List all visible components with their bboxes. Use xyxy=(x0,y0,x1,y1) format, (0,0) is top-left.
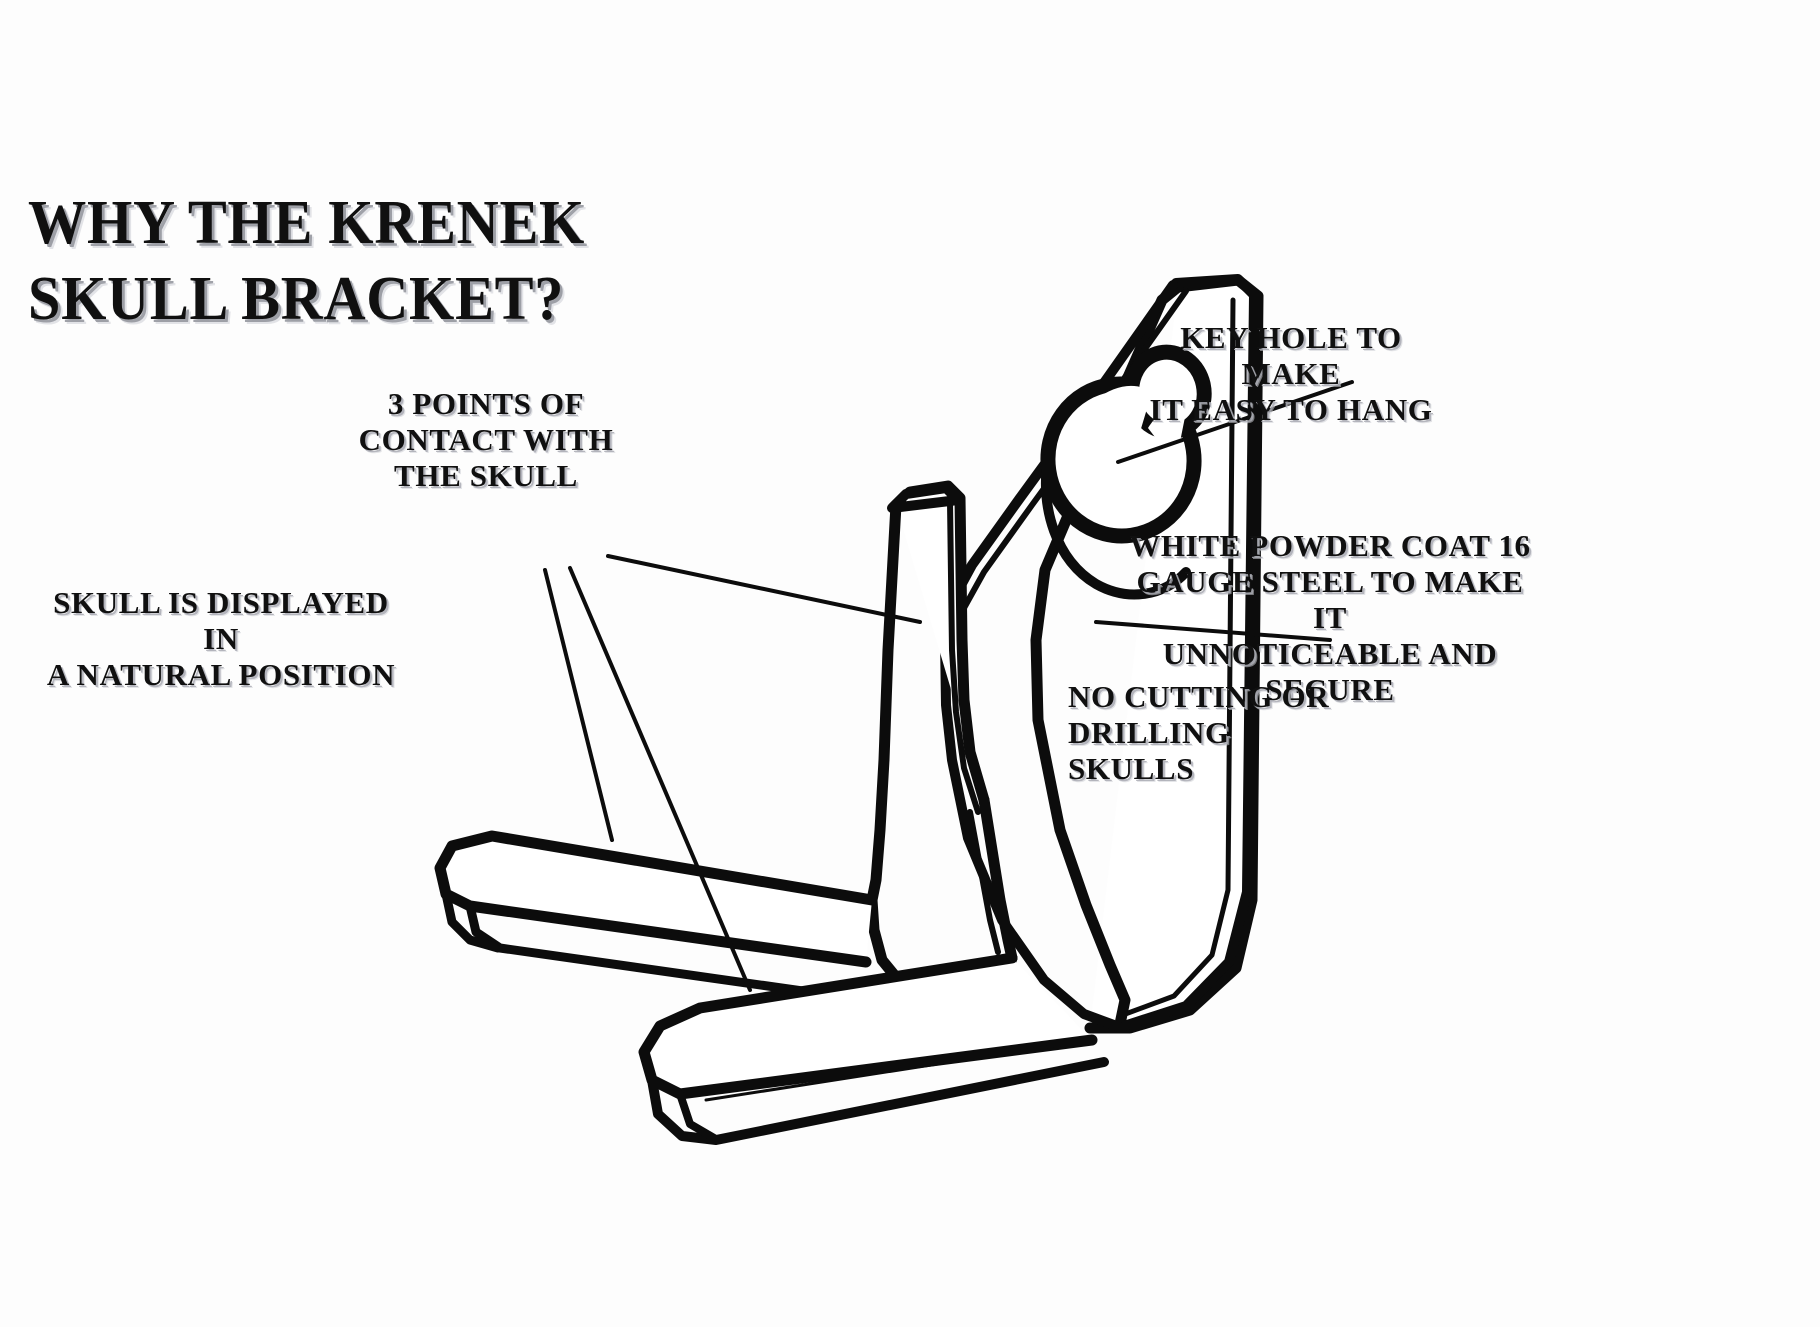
page-title: Why the Krenek Skull Bracket? xyxy=(28,189,586,333)
annotation-key-hole: Key hole to make it easy to hang xyxy=(1149,320,1433,427)
annotation-three-points-of-contact: 3 Points of Contact with the Skull xyxy=(358,386,614,493)
annotation-powder-coat: White powder coat 16 gauge steel to make… xyxy=(1129,528,1531,707)
annotation-no-cutting: No cutting or drilling skulls xyxy=(1068,679,1330,786)
annotation-natural-position: Skull is displayed in a natural position xyxy=(46,585,396,692)
